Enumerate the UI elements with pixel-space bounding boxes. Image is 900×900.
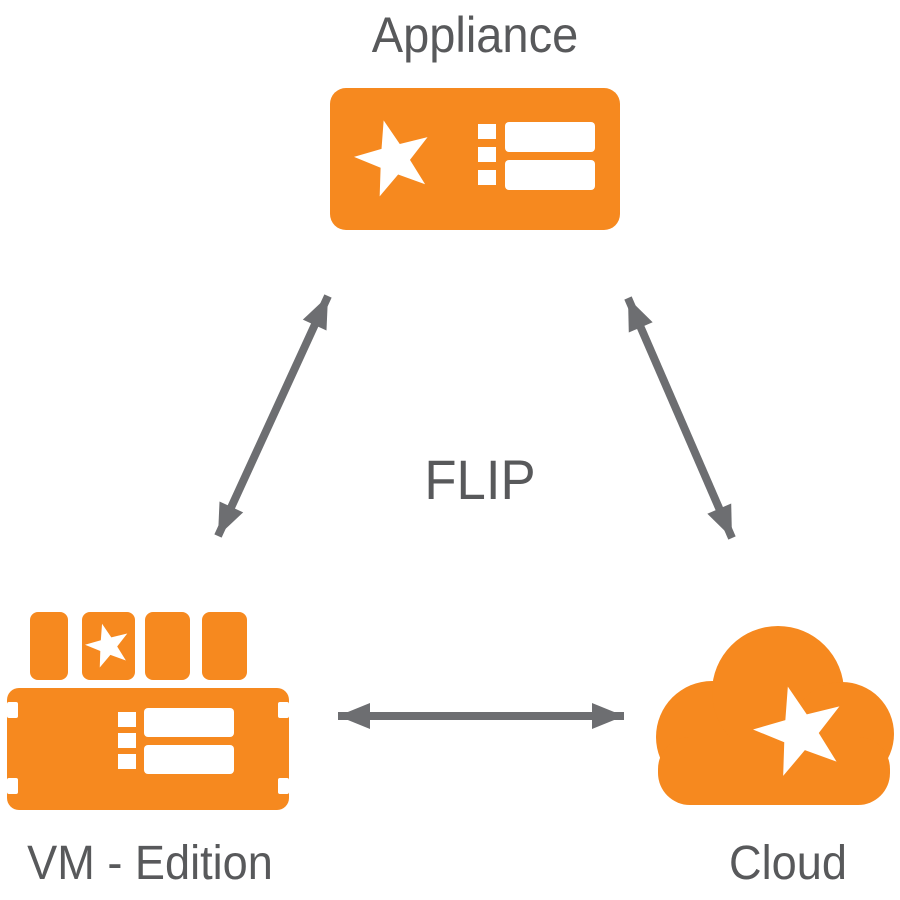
arrow-appliance-vm-icon (214, 294, 332, 538)
cloud-shape (656, 626, 894, 805)
drive-bays-icon (118, 708, 234, 774)
cloud-label: Cloud (729, 837, 847, 890)
appliance-label: Appliance (371, 7, 579, 63)
arrow-appliance-cloud-icon (624, 296, 736, 540)
vm-edition-label: VM - Edition (27, 837, 273, 890)
vm-rack-icon (7, 612, 289, 810)
flip-label: FLIP (424, 448, 536, 511)
cloud-icon (656, 626, 894, 805)
appliance-server-icon (330, 88, 620, 230)
rack-mount-notches (7, 702, 289, 794)
drive-bays-icon (478, 122, 595, 190)
vm-modules (30, 612, 247, 680)
